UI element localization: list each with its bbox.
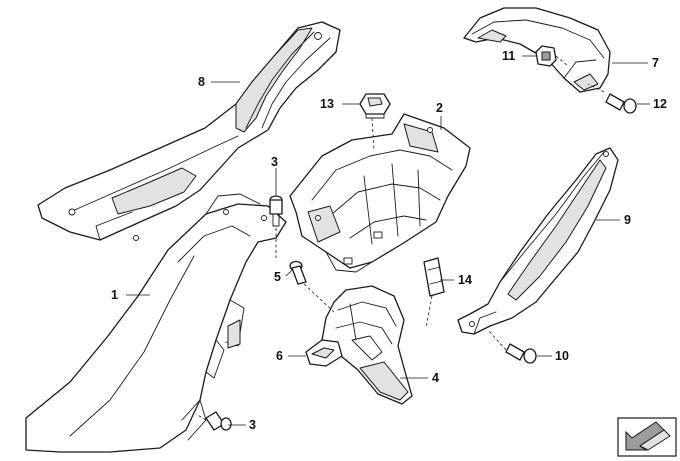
- part-6-bracket: [305, 339, 343, 367]
- callout-13: 13: [320, 97, 334, 111]
- part-11-nut: [535, 45, 557, 67]
- callout-4: 4: [432, 371, 439, 385]
- part-9-side-trim-right: [457, 147, 619, 335]
- part-10-screw: [505, 343, 537, 364]
- part-1-rear-fender: [25, 193, 287, 453]
- part-7-rear-grip: [463, 7, 611, 93]
- callout-3-upper: 3: [271, 155, 278, 169]
- part-3-bolt-lower: [205, 411, 232, 431]
- callout-2: 2: [436, 101, 443, 115]
- callout-11: 11: [502, 49, 515, 63]
- callout-7: 7: [652, 56, 659, 70]
- part-14-strap-plate: [423, 257, 445, 297]
- corner-arrow-icon: [617, 417, 677, 457]
- callout-5: 5: [274, 270, 281, 284]
- callout-labels: 1 2 3 3 4 5 6 7 8 9 10 11 12 13 14: [111, 49, 667, 432]
- leader-lines: [126, 55, 650, 426]
- callout-1: 1: [111, 288, 118, 302]
- part-4-rear-hugger: [321, 285, 413, 405]
- assembly-lines: [195, 55, 605, 421]
- part-2-rear-tray: [289, 113, 471, 273]
- callout-6: 6: [276, 349, 283, 363]
- part-8-side-trim-left: [37, 21, 341, 241]
- part-13-clip-nut: [359, 93, 391, 119]
- callout-12: 12: [653, 97, 667, 111]
- part-5-bolt: [289, 260, 307, 285]
- part-3-bolt-upper: [269, 195, 283, 227]
- callout-3-lower: 3: [249, 418, 256, 432]
- callout-9: 9: [624, 213, 631, 227]
- callout-10: 10: [555, 349, 569, 363]
- callout-14: 14: [458, 273, 472, 287]
- part-12-screw: [605, 93, 637, 114]
- callout-8: 8: [198, 75, 205, 89]
